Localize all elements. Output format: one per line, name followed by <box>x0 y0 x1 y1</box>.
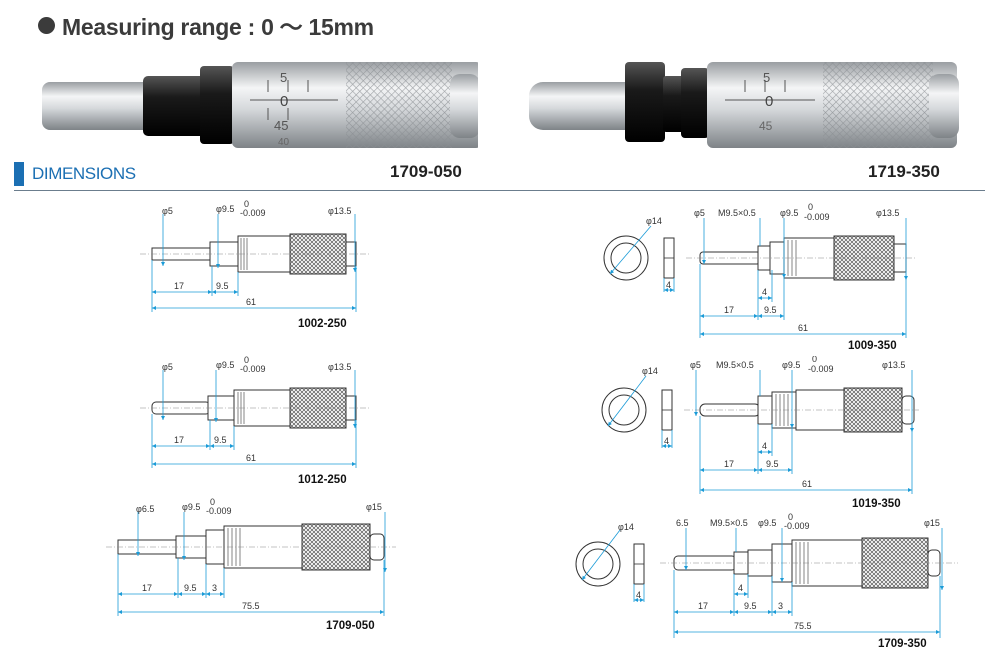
photo-2-model: 1719-350 <box>868 162 940 181</box>
bullet-icon <box>38 17 55 34</box>
dim-total: 75.5 <box>242 601 260 611</box>
dim-len-a: 17 <box>174 281 184 291</box>
scale-mark-5: 5 <box>280 70 287 85</box>
photo-1-model: 1709-050 <box>390 162 462 181</box>
micrometer-photo-1: 5 0 45 40 <box>42 62 478 148</box>
dim-thread: M9.5×0.5 <box>710 518 748 528</box>
drawing-1009-350: φ14 φ5 M9.5×0.5 φ9.5 0 -0.009 φ13.5 4 4 … <box>603 202 916 338</box>
dim-tol-upper: 0 <box>788 512 793 522</box>
dim-phi-thimble: φ13.5 <box>882 360 905 370</box>
drawing-1012-250: φ5 φ9.5 0 -0.009 φ13.5 17 9.5 61 <box>140 355 370 468</box>
dim-tol-upper: 0 <box>244 355 249 365</box>
drawing-1012-250-label: 1012-250 <box>298 474 347 486</box>
scale-mark-45: 45 <box>274 118 288 133</box>
drawing-1709-350: φ14 6.5 M9.5×0.5 φ9.5 0 -0.009 φ15 4 4 1… <box>575 512 958 638</box>
dim-phi-nut: φ14 <box>618 522 634 532</box>
scale-mark-0: 0 <box>280 93 288 110</box>
dim-total: 61 <box>802 479 812 489</box>
dim-nut-inset: 4 <box>762 441 767 451</box>
dim-phi-thimble: φ13.5 <box>876 208 899 218</box>
drawing-1009-350-label: 1009-350 <box>848 340 897 352</box>
dim-spindle: 6.5 <box>676 518 689 528</box>
drawing-1019-350: φ14 φ5 M9.5×0.5 φ9.5 0 -0.009 φ13.5 4 4 … <box>601 356 919 494</box>
dim-phi-sleeve: φ9.5 <box>216 360 234 370</box>
micrometer-photo-2: 5 0 45 <box>529 62 959 148</box>
drawing-1709-350-label: 1709-350 <box>878 638 927 650</box>
dim-tol-lower: -0.009 <box>804 212 830 222</box>
dim-phi-spindle: φ6.5 <box>136 504 154 514</box>
dim-len-b: 9.5 <box>744 601 757 611</box>
dim-tol-upper: 0 <box>808 202 813 212</box>
dim-total: 61 <box>246 297 256 307</box>
dim-tol-lower: -0.009 <box>240 208 266 218</box>
dim-phi-spindle: φ5 <box>690 360 701 370</box>
dim-tol-lower: -0.009 <box>784 521 810 531</box>
dim-len-a: 17 <box>174 435 184 445</box>
dim-phi-sleeve: φ9.5 <box>782 360 800 370</box>
dim-tol-lower: -0.009 <box>808 364 834 374</box>
dim-total: 61 <box>246 453 256 463</box>
drawing-1709-050: φ6.5 φ9.5 0 -0.009 φ15 17 9.5 3 75.5 <box>106 497 396 616</box>
section-title-text: DIMENSIONS <box>32 164 136 183</box>
dim-phi-thimble: φ15 <box>366 502 382 512</box>
dim-nut-inset: 4 <box>738 583 743 593</box>
drawing-1002-250: φ5 φ9.5 0 -0.009 φ13.5 17 9.5 61 <box>140 199 370 312</box>
dim-tol-lower: -0.009 <box>240 364 266 374</box>
section-divider <box>14 190 985 191</box>
dim-tol-upper: 0 <box>244 199 249 209</box>
dim-phi-sleeve: φ9.5 <box>182 502 200 512</box>
dim-phi-nut: φ14 <box>642 366 658 376</box>
dim-len-b: 9.5 <box>766 459 779 469</box>
dim-phi-thimble: φ13.5 <box>328 362 351 372</box>
dim-phi-sleeve: φ9.5 <box>758 518 776 528</box>
dim-thread: M9.5×0.5 <box>718 208 756 218</box>
dim-tol-upper: 0 <box>812 356 817 364</box>
dim-len-a: 17 <box>698 601 708 611</box>
dim-phi-spindle: φ5 <box>162 362 173 372</box>
scale-mark-45: 45 <box>759 119 773 133</box>
dim-phi-thimble: φ13.5 <box>328 206 351 216</box>
dim-nut-width: 4 <box>636 590 641 600</box>
dim-len-b: 9.5 <box>214 435 227 445</box>
section-title: DIMENSIONS <box>14 162 136 186</box>
drawing-1019-350-label: 1019-350 <box>852 498 901 510</box>
dim-len-a: 17 <box>724 305 734 315</box>
section-marker <box>14 162 24 186</box>
dim-phi-thimble: φ15 <box>924 518 940 528</box>
dim-phi-sleeve: φ9.5 <box>216 204 234 214</box>
dim-phi-spindle: φ5 <box>162 206 173 216</box>
dim-nut-width: 4 <box>664 436 669 446</box>
dim-len-b: 9.5 <box>184 583 197 593</box>
dim-phi-spindle: φ5 <box>694 208 705 218</box>
dim-len-b: 9.5 <box>764 305 777 315</box>
dim-len-c: 3 <box>778 601 783 611</box>
page-title: Measuring range : 0 ～ 15mm <box>38 8 374 42</box>
scale-mark-0: 0 <box>765 93 773 110</box>
page-title-text: Measuring range : 0 ～ 15mm <box>62 14 374 40</box>
drawing-1002-250-label: 1002-250 <box>298 318 347 330</box>
dim-total: 75.5 <box>794 621 812 631</box>
dim-phi-nut: φ14 <box>646 216 662 226</box>
dim-len-b: 9.5 <box>216 281 229 291</box>
dim-tol-upper: 0 <box>210 497 215 507</box>
dim-tol-lower: -0.009 <box>206 506 232 516</box>
dim-thread: M9.5×0.5 <box>716 360 754 370</box>
scale-mark-40: 40 <box>278 137 290 148</box>
dim-nut-inset: 4 <box>762 287 767 297</box>
dim-nut-width: 4 <box>666 280 671 290</box>
dim-total: 61 <box>798 323 808 333</box>
scale-mark-5: 5 <box>763 70 770 85</box>
dim-len-c: 3 <box>212 583 217 593</box>
dim-len-a: 17 <box>142 583 152 593</box>
dim-phi-sleeve: φ9.5 <box>780 208 798 218</box>
dim-len-a: 17 <box>724 459 734 469</box>
drawing-1709-050-label: 1709-050 <box>326 620 375 632</box>
